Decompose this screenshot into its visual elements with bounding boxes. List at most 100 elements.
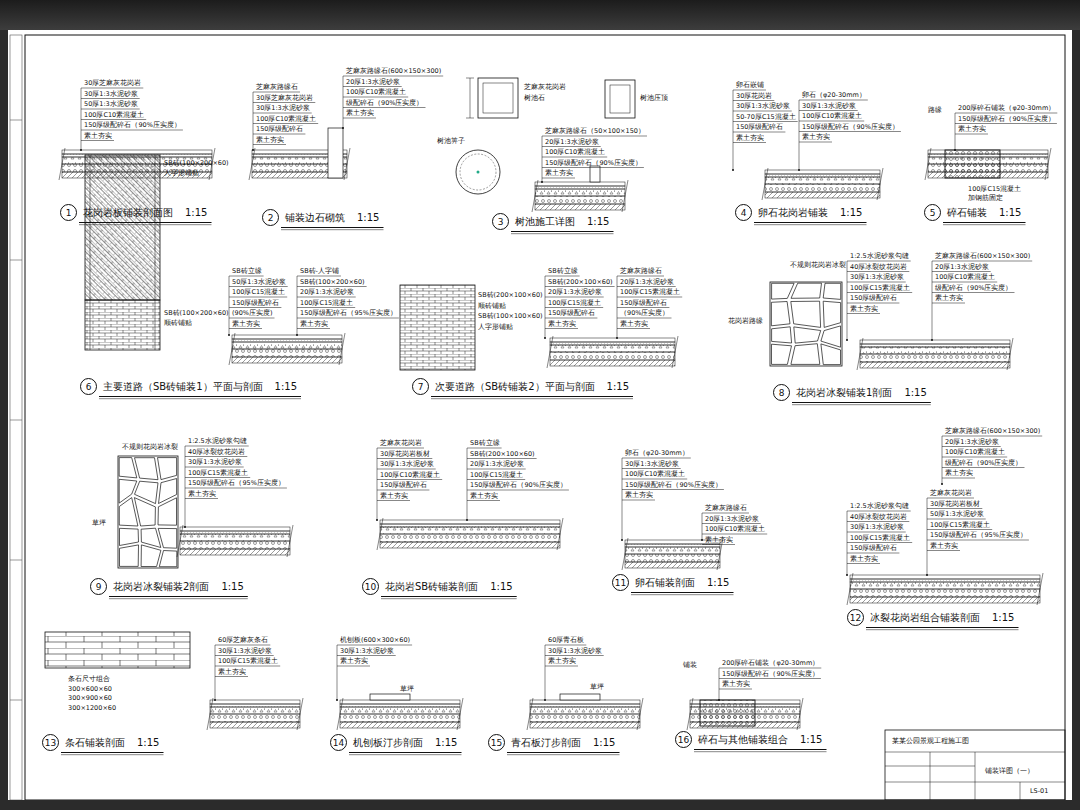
leader-dot [544, 337, 546, 339]
note-underline [622, 468, 681, 469]
gravel-layer [765, 184, 880, 192]
detail-scale: 1:15 [435, 737, 457, 748]
note-underline [545, 307, 603, 308]
break-line [547, 336, 553, 368]
leader-dot [80, 149, 82, 151]
layer-note: SB砖立缘 [470, 440, 500, 447]
ice-crack-stone [119, 458, 137, 478]
layer-note: 100厚C15素混凝土 [218, 658, 278, 665]
title-underline [79, 224, 212, 225]
note-underline [81, 88, 143, 89]
leader-dot [376, 519, 378, 521]
leader-dot [466, 519, 468, 521]
note-underline [343, 86, 402, 87]
note-underline [229, 286, 288, 287]
title-block-grid [885, 752, 1065, 800]
break-line [1007, 338, 1013, 370]
detail-heading: 14机刨板汀步剖面1:15 [330, 734, 457, 751]
note-underline [847, 292, 912, 293]
note-underline [932, 261, 1032, 262]
gravel-pit [945, 150, 1000, 178]
detail-heading: 8花岗岩冰裂铺装1剖面1:15 [773, 384, 927, 401]
layer-note: 某某公园景观工程施工图 [892, 738, 969, 745]
soil-layer [765, 192, 880, 198]
layer-note: 素土夯实 [256, 137, 284, 144]
gravel-layer [380, 534, 560, 542]
note-underline [337, 655, 396, 656]
note-underline [702, 523, 761, 524]
gravel-layer [625, 554, 720, 562]
soil-layer [535, 204, 625, 210]
note-underline [297, 276, 341, 277]
layer-note: 机刨板(600×300×60) [340, 637, 410, 644]
leader-dot [616, 337, 618, 339]
note-underline [253, 113, 312, 114]
layer-note: 150厚级配碎石（90%压实度） [958, 116, 1055, 123]
note-underline [932, 282, 997, 283]
gravel-layer [340, 714, 460, 722]
gravel-layer [535, 196, 625, 204]
layer-note: 100厚C10素混凝土 [545, 149, 605, 156]
layer-note: 100厚C10素混凝土 [802, 113, 862, 120]
paving-layer [550, 338, 675, 342]
detail-heading: 1花岗岩板铺装剖面图1:15 [60, 204, 207, 221]
break-line [622, 180, 628, 212]
paving-layer [232, 335, 342, 339]
break-line [925, 148, 931, 180]
soldier-course [90, 155, 155, 350]
break-line [59, 148, 65, 180]
detail-title: 卵石铺装剖面 [635, 576, 695, 590]
note-underline [185, 456, 247, 457]
soil-layer [860, 362, 1010, 368]
layer-note: 素土夯实 [705, 537, 733, 544]
break-line [249, 148, 255, 180]
title-underline [381, 598, 517, 599]
layer-note: 芝麻灰路缘石（50×100×150） [545, 128, 645, 135]
detail-scale: 1:15 [800, 734, 822, 745]
note-underline [927, 550, 960, 551]
layer-note: 草坪 [92, 520, 106, 527]
layer-note: 150厚级配碎石 [232, 300, 279, 307]
detail-title: 树池施工详图 [515, 215, 575, 229]
note-underline [942, 467, 1025, 468]
title-underline [507, 754, 620, 755]
layer-note: 50厚1:3水泥砂浆 [232, 279, 286, 286]
gravel-layer [232, 349, 342, 357]
layer-note: 300×600×60 [68, 686, 112, 693]
illustration-group [45, 76, 1057, 755]
ice-crack-stone [120, 545, 139, 567]
note-underline [542, 167, 644, 168]
note-underline [733, 121, 798, 122]
brick-plan [400, 285, 475, 370]
title-underline [79, 222, 212, 223]
soil-layer [232, 357, 342, 363]
note-underline [467, 469, 526, 470]
note-underline [229, 328, 262, 329]
leader-dot [252, 149, 254, 151]
layer-note: 20厚1:3水泥砂浆 [346, 79, 400, 86]
layer-note: 30厚花岗岩 [736, 93, 772, 100]
curb-stone [328, 128, 343, 178]
concrete-layer [180, 534, 290, 541]
layer-note: 50-70厚C15混凝土 [736, 114, 796, 121]
detail-heading: 7次要道路（SB砖铺装2）平面与剖面1:15 [412, 378, 629, 395]
layer-note: 150厚级配碎石 [850, 295, 897, 302]
layer-note: 150厚级配碎石 [256, 126, 303, 133]
detail-title: 花岗岩冰裂铺装1剖面 [796, 386, 892, 400]
paving-layer [180, 527, 290, 531]
layer-note: SB砖(200×100×60) [478, 292, 543, 299]
title-underline [511, 231, 614, 232]
layer-note: 树池石 [524, 95, 545, 102]
note-underline [215, 676, 248, 677]
layer-note: 150厚级配碎石 [380, 482, 427, 489]
note-underline [799, 121, 864, 122]
layer-note: 100厚C10素混凝土 [346, 89, 406, 96]
layer-note: 20厚1:3水泥砂浆 [935, 264, 989, 271]
note-underline [617, 276, 664, 277]
note-underline [847, 313, 880, 314]
note-underline [467, 448, 502, 449]
note-underline [467, 490, 569, 491]
note-underline [81, 130, 183, 131]
note-underline [702, 513, 749, 514]
note-underline [847, 511, 911, 512]
